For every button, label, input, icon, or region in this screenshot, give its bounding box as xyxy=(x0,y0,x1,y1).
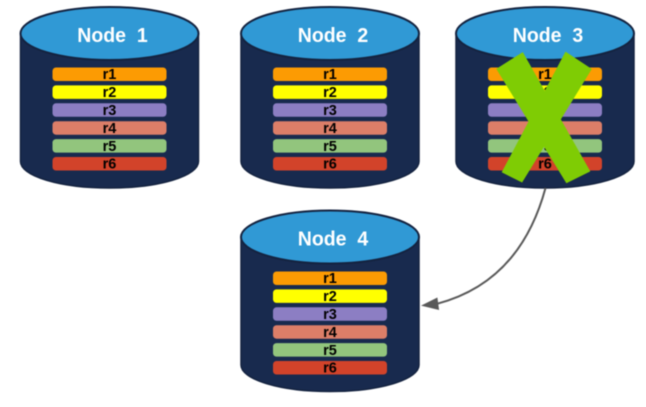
svg-text:r5: r5 xyxy=(103,139,117,155)
svg-text:r2: r2 xyxy=(103,85,117,101)
svg-text:r2: r2 xyxy=(323,289,337,305)
svg-text:r1: r1 xyxy=(538,67,552,83)
svg-text:Node 1: Node 1 xyxy=(77,25,148,47)
svg-text:Node 4: Node 4 xyxy=(298,229,369,251)
svg-text:r2: r2 xyxy=(323,85,337,101)
svg-text:r6: r6 xyxy=(323,361,337,377)
svg-text:r3: r3 xyxy=(323,307,337,323)
svg-text:r5: r5 xyxy=(323,139,337,155)
svg-text:r1: r1 xyxy=(323,67,337,83)
svg-text:r5: r5 xyxy=(323,343,337,359)
svg-text:Node 2: Node 2 xyxy=(298,25,369,47)
svg-text:r1: r1 xyxy=(103,67,117,83)
svg-text:Node 3: Node 3 xyxy=(513,25,584,47)
svg-text:r6: r6 xyxy=(323,157,337,173)
svg-text:r6: r6 xyxy=(538,157,552,173)
svg-text:r6: r6 xyxy=(103,157,117,173)
svg-text:r4: r4 xyxy=(103,121,117,137)
svg-text:r4: r4 xyxy=(323,325,337,341)
svg-text:r3: r3 xyxy=(103,103,117,119)
svg-text:r4: r4 xyxy=(323,121,337,137)
svg-text:r1: r1 xyxy=(323,271,337,287)
svg-text:r3: r3 xyxy=(323,103,337,119)
